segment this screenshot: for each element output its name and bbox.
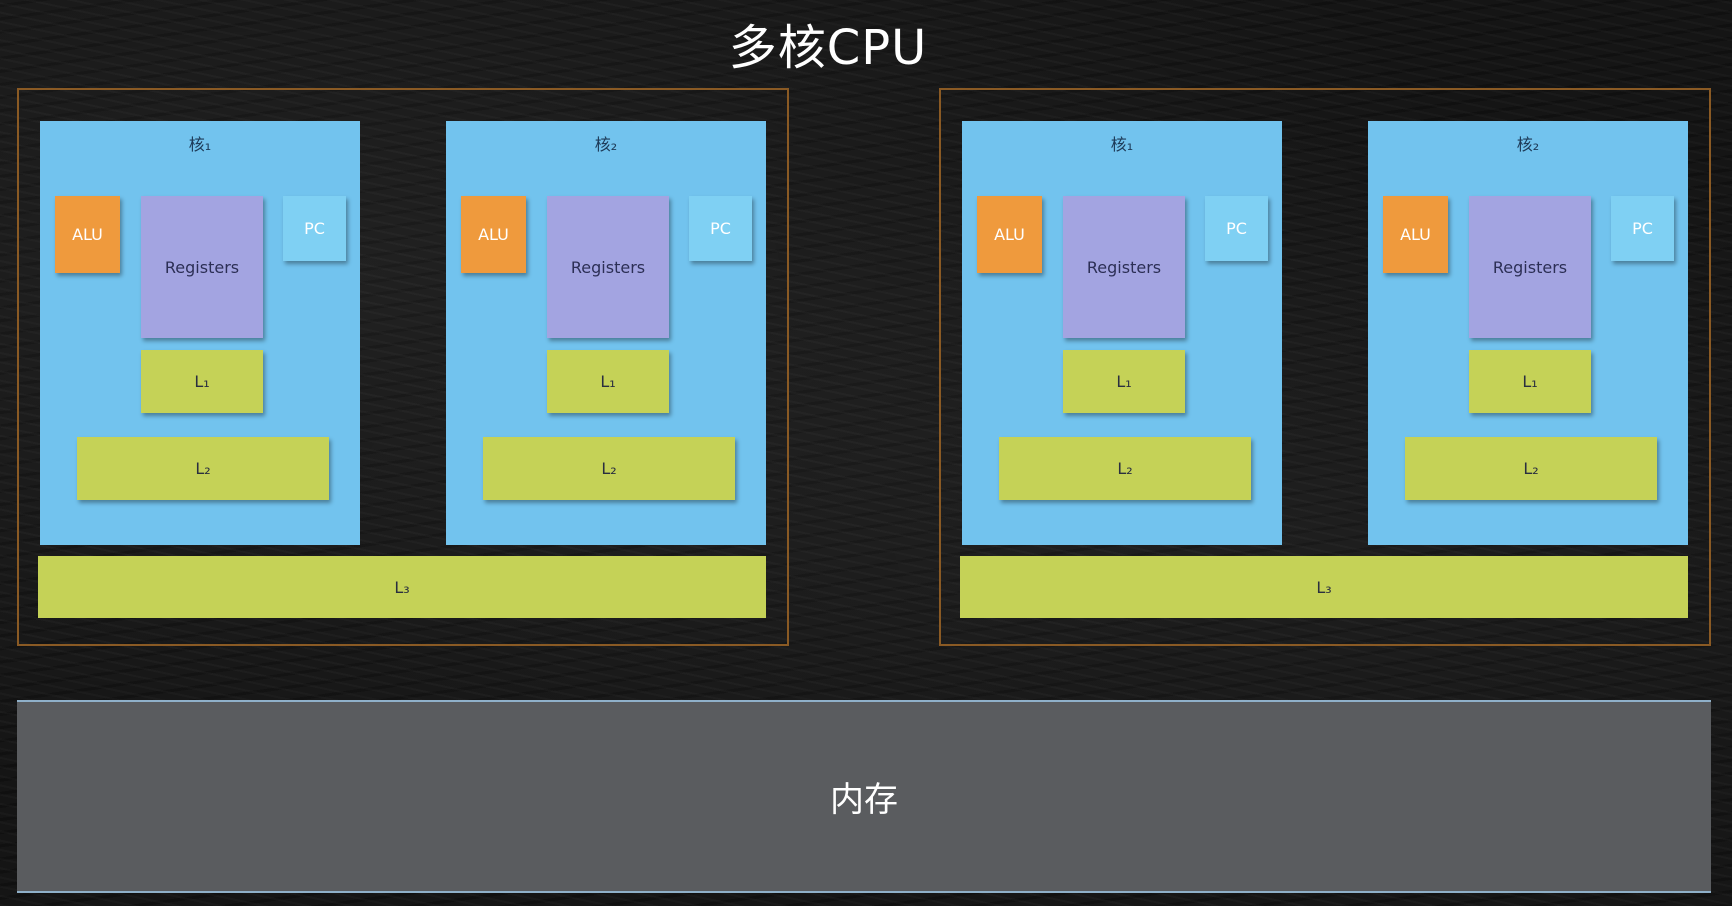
- cpu-package-1: 核₁ ALU Registers PC L₁ L₂ 核₂ ALU Registe…: [17, 88, 789, 646]
- l2-cache: L₂: [483, 437, 735, 500]
- pc-block: PC: [1611, 196, 1674, 261]
- l1-cache: L₁: [1469, 350, 1591, 413]
- registers-block: Registers: [547, 196, 669, 338]
- cpu-package-2: 核₁ ALU Registers PC L₁ L₂ 核₂ ALU Registe…: [939, 88, 1711, 646]
- l2-cache: L₂: [1405, 437, 1657, 500]
- l1-cache: L₁: [1063, 350, 1185, 413]
- alu-block: ALU: [977, 196, 1042, 273]
- l3-cache: L₃: [960, 556, 1688, 618]
- diagram-title: 多核CPU: [728, 20, 928, 76]
- l1-cache: L₁: [141, 350, 263, 413]
- l2-cache: L₂: [77, 437, 329, 500]
- core-label: 核₂: [594, 135, 618, 154]
- pc-block: PC: [1205, 196, 1268, 261]
- core-label: 核₂: [1516, 135, 1540, 154]
- registers-block: Registers: [1063, 196, 1185, 338]
- cpu2-core1: 核₁ ALU Registers PC L₁ L₂: [962, 121, 1282, 545]
- alu-block: ALU: [55, 196, 120, 273]
- alu-block: ALU: [461, 196, 526, 273]
- l3-cache: L₃: [38, 556, 766, 618]
- cpu2-core2: 核₂ ALU Registers PC L₁ L₂: [1368, 121, 1688, 545]
- main-memory: 内存: [17, 700, 1711, 893]
- core-label: 核₁: [188, 135, 212, 154]
- pc-block: PC: [283, 196, 346, 261]
- alu-block: ALU: [1383, 196, 1448, 273]
- cpu1-core2: 核₂ ALU Registers PC L₁ L₂: [446, 121, 766, 545]
- cpu1-core1: 核₁ ALU Registers PC L₁ L₂: [40, 121, 360, 545]
- l1-cache: L₁: [547, 350, 669, 413]
- l2-cache: L₂: [999, 437, 1251, 500]
- registers-block: Registers: [141, 196, 263, 338]
- core-label: 核₁: [1110, 135, 1134, 154]
- registers-block: Registers: [1469, 196, 1591, 338]
- pc-block: PC: [689, 196, 752, 261]
